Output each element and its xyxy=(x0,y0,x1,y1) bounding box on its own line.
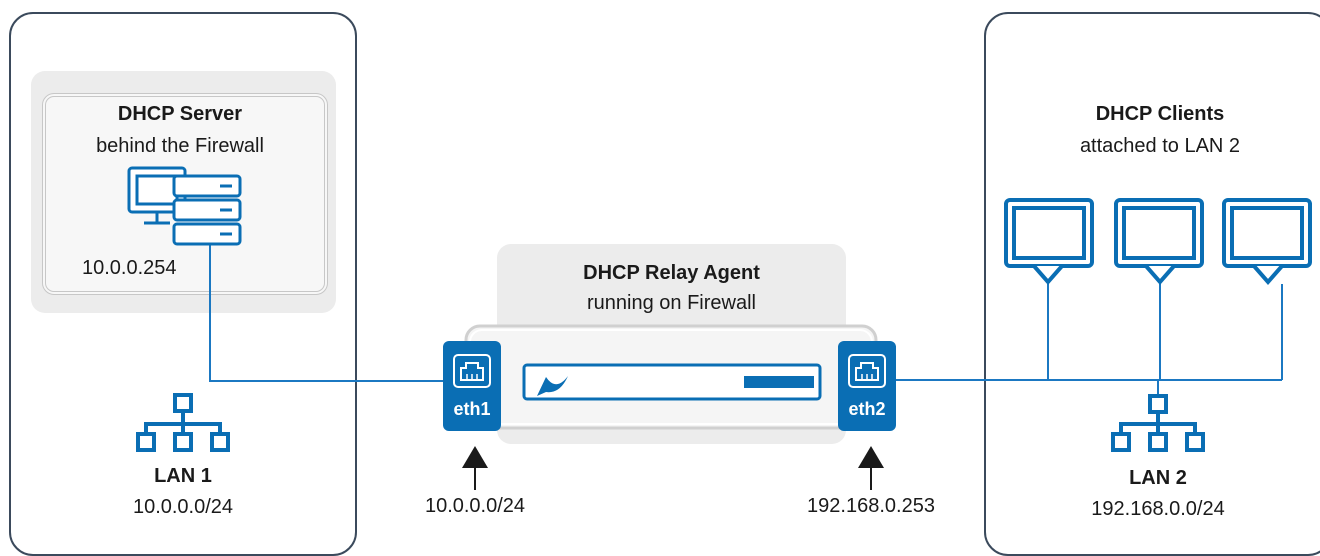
relay-subtitle: running on Firewall xyxy=(587,292,756,314)
monitor-icon xyxy=(1222,198,1312,286)
relay-title: DHCP Relay Agent xyxy=(583,262,760,284)
network-topology-icon xyxy=(136,393,230,452)
clients-title: DHCP Clients xyxy=(1095,103,1225,125)
eth1-label: eth1 xyxy=(453,399,491,419)
up-arrow-icon xyxy=(462,446,488,490)
up-arrow-icon xyxy=(858,446,884,490)
monitor-icon xyxy=(1004,198,1094,286)
eth2-label: eth2 xyxy=(848,399,886,419)
lan2-box xyxy=(984,12,1320,556)
server-ip: 10.0.0.254 xyxy=(82,257,177,279)
firewall-appliance-icon xyxy=(464,324,878,430)
eth1-address: 10.0.0.0/24 xyxy=(424,495,526,517)
lan1-name: LAN 1 xyxy=(154,465,212,487)
eth2-address: 192.168.0.253 xyxy=(807,495,935,517)
ethernet-port-icon xyxy=(453,354,491,388)
connection-lines xyxy=(209,245,1283,396)
clients-subtitle: attached to LAN 2 xyxy=(1079,135,1241,157)
lan2-name: LAN 2 xyxy=(1129,467,1187,489)
server-subtitle: behind the Firewall xyxy=(96,135,264,157)
network-topology-icon xyxy=(1111,394,1205,452)
lan2-subnet: 192.168.0.0/24 xyxy=(1091,498,1225,520)
ethernet-port-icon xyxy=(848,354,886,388)
server-icon xyxy=(127,166,242,246)
monitor-icon xyxy=(1114,198,1204,286)
diagram-graphics xyxy=(127,166,1312,490)
server-title: DHCP Server xyxy=(117,103,243,125)
lan1-subnet: 10.0.0.0/24 xyxy=(132,496,234,518)
